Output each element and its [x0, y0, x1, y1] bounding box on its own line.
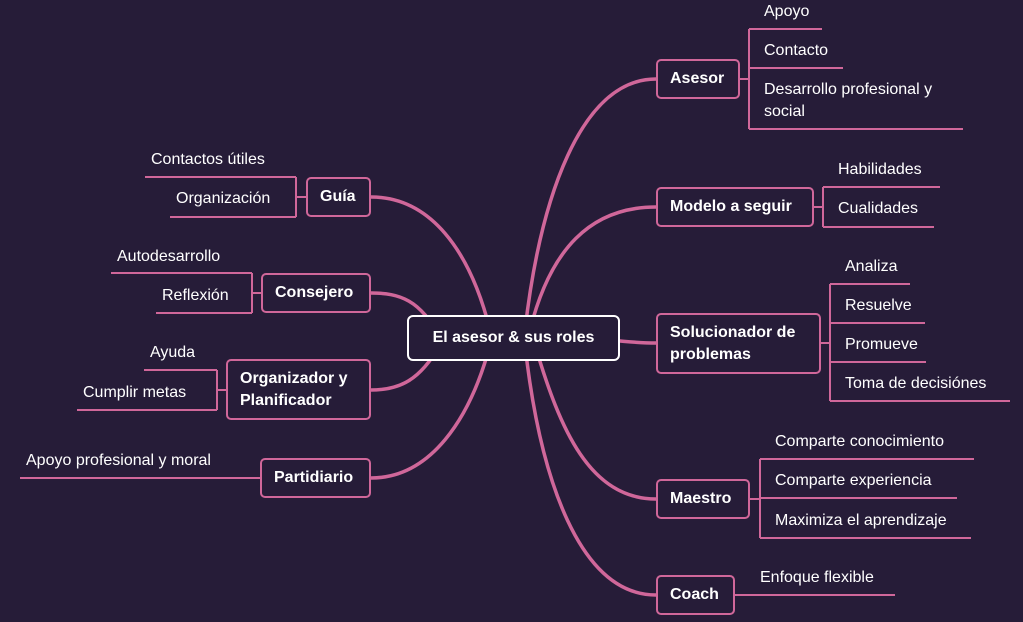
- leaf-ayuda[interactable]: Ayuda: [150, 344, 196, 361]
- branch-guia: [369, 195, 492, 332]
- branch-maestro: [533, 343, 658, 501]
- leaf-contacto[interactable]: Contacto: [764, 42, 829, 59]
- branch-partidiario: [369, 343, 492, 480]
- leaf-analiza[interactable]: Analiza: [845, 258, 898, 275]
- node-modelo-a-seguir[interactable]: Modelo a seguir: [656, 187, 814, 227]
- node-guia[interactable]: Guía: [306, 177, 371, 217]
- leaf-toma-de-decisiones[interactable]: Toma de decisiónes: [845, 375, 987, 392]
- leaf-cualidades[interactable]: Cualidades: [838, 200, 919, 217]
- node-partidiario[interactable]: Partidiario: [260, 458, 371, 498]
- branch-asesor: [523, 77, 658, 332]
- node-coach[interactable]: Coach: [656, 575, 735, 615]
- leaf-habilidades[interactable]: Habilidades: [838, 161, 922, 178]
- central-topic[interactable]: El asesor & sus roles: [407, 315, 620, 361]
- leaf-contactos-utiles[interactable]: Contactos útiles: [151, 151, 265, 168]
- node-maestro[interactable]: Maestro: [656, 479, 750, 519]
- leaf-comparte-conocimiento[interactable]: Comparte conocimiento: [775, 433, 944, 450]
- leaf-apoyo[interactable]: Apoyo: [764, 3, 810, 20]
- leaf-enfoque-flexible[interactable]: Enfoque flexible: [760, 569, 874, 586]
- branch-coach: [523, 343, 658, 597]
- leaf-resuelve[interactable]: Resuelve: [845, 297, 912, 314]
- leaf-promueve[interactable]: Promueve: [845, 336, 918, 353]
- leaf-maximiza[interactable]: Maximiza el aprendizaje: [775, 512, 947, 529]
- leaf-cumplir-metas[interactable]: Cumplir metas: [83, 384, 187, 401]
- leaf-autodesarrollo[interactable]: Autodesarrollo: [117, 248, 221, 265]
- node-asesor[interactable]: Asesor: [656, 59, 740, 99]
- leaf-apoyo-profesional[interactable]: Apoyo profesional y moral: [26, 452, 211, 469]
- leaf-comparte-experiencia[interactable]: Comparte experiencia: [775, 472, 932, 489]
- node-organizador[interactable]: Organizador y Planificador: [226, 359, 371, 420]
- node-consejero[interactable]: Consejero: [261, 273, 371, 313]
- leaf-organizacion[interactable]: Organización: [176, 190, 271, 207]
- node-solucionador[interactable]: Solucionador de problemas: [656, 313, 821, 374]
- branch-modelo: [528, 205, 658, 332]
- leaf-reflexion[interactable]: Reflexión: [162, 287, 229, 304]
- leaf-desarrollo[interactable]: Desarrollo profesional y social: [764, 81, 933, 120]
